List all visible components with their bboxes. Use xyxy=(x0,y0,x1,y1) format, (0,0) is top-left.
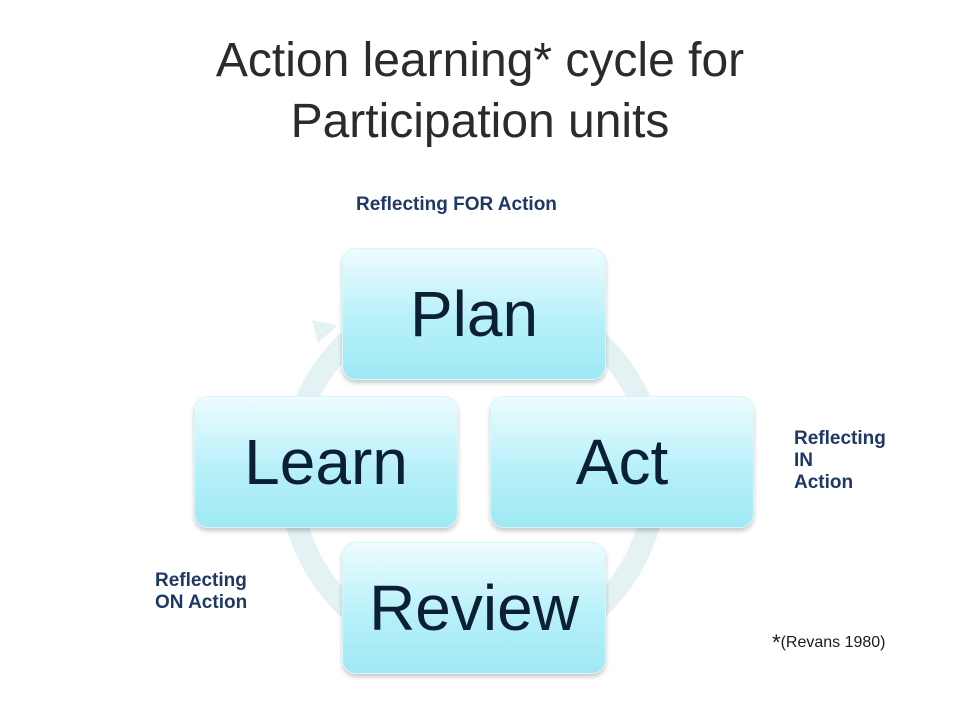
reflecting-on-line-1: Reflecting xyxy=(155,570,247,591)
reflecting-in-line-1: Reflecting xyxy=(794,428,886,449)
title-line-2: Participation units xyxy=(290,95,670,148)
citation: *(Revans 1980) xyxy=(772,630,886,656)
slide-title: Action learning* cycle for Participation… xyxy=(0,30,960,152)
reflecting-on-line-2: ON Action xyxy=(155,592,248,613)
stage-act: Act xyxy=(490,396,754,528)
stage-learn: Learn xyxy=(194,396,458,528)
citation-text: (Revans 1980) xyxy=(780,634,886,651)
reflecting-in-line-3: Action xyxy=(794,472,854,493)
label-reflecting-for-action: Reflecting FOR Action xyxy=(356,194,557,215)
stage-review: Review xyxy=(342,542,606,674)
label-reflecting-in-action: Reflecting IN Action xyxy=(794,428,944,494)
title-line-1: Action learning* cycle for xyxy=(215,34,745,87)
citation-marker: * xyxy=(772,630,781,655)
cycle-arrow-head xyxy=(312,320,338,343)
label-reflecting-on-action: Reflecting ON Action xyxy=(155,570,355,614)
stage-plan: Plan xyxy=(342,248,606,380)
reflecting-in-line-2: IN xyxy=(794,450,813,471)
